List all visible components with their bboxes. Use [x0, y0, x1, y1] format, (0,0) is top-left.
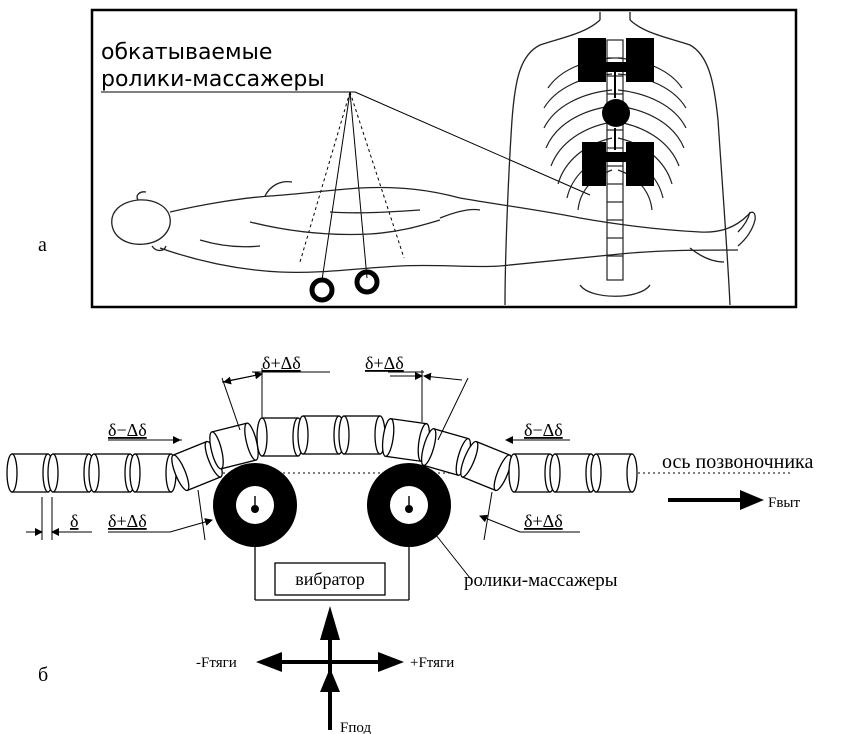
vertebra-arc-4	[298, 416, 344, 454]
gap-label-top-right: δ+Δδ	[365, 353, 404, 373]
massage-roller-right	[367, 463, 451, 547]
panel-a-letter: а	[38, 234, 47, 256]
vibrator-label: вибратор	[295, 569, 364, 589]
panel-b: б	[7, 353, 813, 734]
spine-axis-label: ось позвоночника	[662, 451, 813, 473]
vertebra-right-1	[509, 454, 555, 492]
massage-roller-left	[213, 463, 297, 547]
gap-label-right-minus: δ−Δδ	[524, 420, 563, 440]
pull-force-arrow	[668, 490, 764, 510]
force-cross	[256, 606, 404, 730]
vertebra-right-2	[550, 454, 596, 492]
panel-a-caption-line1: обкатываемые	[101, 40, 272, 65]
gap-label-base: δ	[70, 511, 78, 531]
vertebra-left-4	[130, 454, 176, 492]
lying-human-figure	[112, 182, 755, 273]
leader-lines	[300, 92, 590, 280]
rollers-label: ролики-массажеры	[464, 570, 618, 591]
vertebra-left-1	[7, 454, 53, 492]
vertebra-left-3	[89, 454, 135, 492]
vertebra-arc-2	[207, 422, 261, 470]
panel-a-caption-line2: ролики-массажеры	[101, 67, 325, 92]
gap-label-top-left: δ+Δδ	[262, 353, 301, 373]
pull-force-label: Fвыт	[768, 495, 801, 511]
panel-a: а обкатываемые ролики-массажеры	[38, 10, 796, 307]
roller-ring-left	[312, 280, 332, 300]
vertebra-left-2	[48, 454, 94, 492]
force-plus-label: +Fтяги	[410, 655, 454, 671]
panel-b-letter: б	[38, 664, 48, 686]
force-lift-label: Fпод	[340, 720, 371, 734]
gap-label-right-plus: δ+Δδ	[524, 511, 563, 531]
vertebra-arc-3	[257, 418, 303, 456]
vertebra-right-3	[591, 454, 637, 492]
force-minus-label: -Fтяги	[196, 655, 237, 671]
gap-label-left-plus: δ+Δδ	[108, 511, 147, 531]
gap-label-left-minus: δ−Δδ	[108, 420, 147, 440]
vertebra-arc-5	[339, 416, 385, 454]
